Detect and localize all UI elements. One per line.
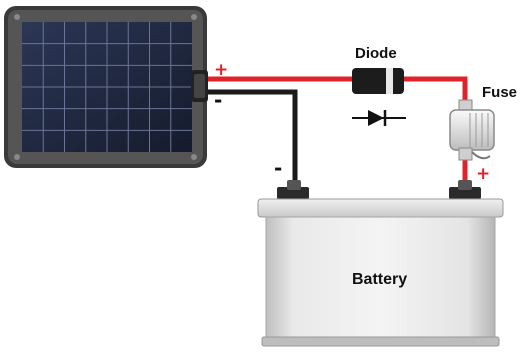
battery-negative-sign: - [274,156,283,180]
diode-label: Diode [355,45,397,62]
battery-label: Battery [352,271,408,288]
battery-positive-sign: + [476,164,491,184]
diode-component [352,68,404,94]
diode-symbol-icon [352,110,406,126]
battery [257,180,504,347]
junction-box [191,70,208,102]
positive-wire [207,76,468,196]
panel-positive-sign: + [214,60,229,80]
negative-wire [207,89,298,196]
fuse-holder [449,99,495,161]
fuse-label: Fuse [482,84,518,101]
panel-negative-sign: - [214,88,223,112]
solar-panel [4,6,207,168]
